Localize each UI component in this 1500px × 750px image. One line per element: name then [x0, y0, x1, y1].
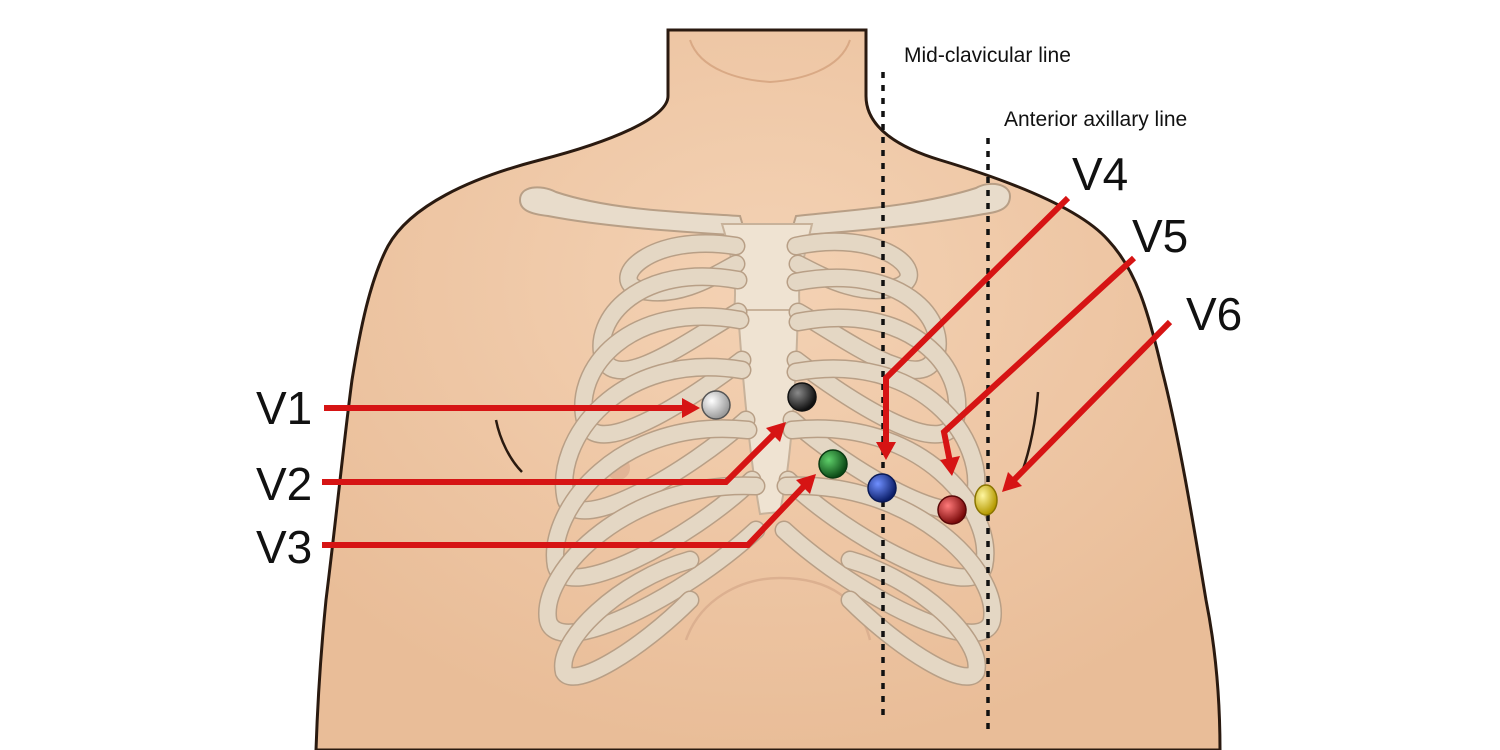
- arrow-v6: [1002, 319, 1173, 492]
- lead-labels: V1 V2 V3 V4 V5 V6: [256, 148, 1242, 573]
- electrode-v4: [867, 473, 897, 503]
- electrode-v6: [974, 484, 998, 516]
- electrode-v1: [701, 390, 731, 420]
- lead-label-v6: V6: [1186, 288, 1242, 340]
- arrow-v5: [940, 255, 1137, 476]
- anterior-axillary-label: Anterior axillary line: [1004, 108, 1187, 131]
- arrow-v3: [322, 474, 816, 548]
- right-arm-crease: [1020, 391, 1040, 473]
- arrow-v4: [876, 195, 1071, 460]
- ribs-left: [538, 234, 766, 686]
- electrode-v2: [787, 382, 817, 412]
- mid-clavicular-label: Mid-clavicular line: [904, 44, 1071, 67]
- left-arm-crease: [494, 419, 523, 473]
- lead-label-v4: V4: [1072, 148, 1128, 200]
- lead-arrows: [322, 195, 1173, 548]
- arrow-v2: [322, 422, 786, 485]
- lead-label-v2: V2: [256, 458, 312, 510]
- lead-label-v1: V1: [256, 382, 312, 434]
- electrodes: [701, 382, 998, 525]
- lead-label-v5: V5: [1132, 210, 1188, 262]
- lead-label-v3: V3: [256, 521, 312, 573]
- neck-shadow: [689, 39, 851, 84]
- electrode-v3: [818, 449, 848, 479]
- electrode-v5: [937, 495, 967, 525]
- arrow-v1: [324, 398, 700, 418]
